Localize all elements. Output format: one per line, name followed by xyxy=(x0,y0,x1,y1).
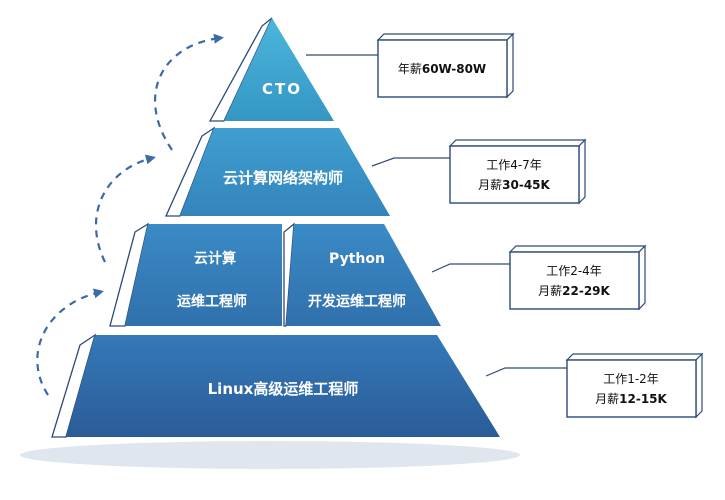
tier-cto-label: CTO xyxy=(262,80,302,98)
tier-linux-label: Linux高级运维工程师 xyxy=(208,380,359,398)
tier-cloud-ops-line1: 云计算 xyxy=(194,250,236,267)
connector-lines xyxy=(306,54,570,377)
tier-cloud-ops-line2: 运维工程师 xyxy=(177,293,247,310)
box-linux-salary: 月薪12-15K xyxy=(595,392,667,406)
box-architect-top-face xyxy=(448,139,587,147)
salary-box-linux: 工作1-2年 月薪12-15K xyxy=(565,352,704,419)
tier-python-ops-front xyxy=(286,224,441,326)
tier-architect-left-face xyxy=(164,126,216,217)
arrow-to-middle-icon xyxy=(36,288,104,396)
salary-box-cto: 年薪60W-80W xyxy=(376,32,515,99)
connector-linux xyxy=(485,367,570,377)
box-architect-front xyxy=(449,145,580,204)
salary-box-mid: 工作2-4年 月薪22-29K xyxy=(508,244,647,311)
tier-cloud-ops-front xyxy=(125,224,282,326)
connector-architect xyxy=(371,157,450,167)
box-mid-side-face xyxy=(638,244,646,311)
box-cto-front xyxy=(377,39,508,98)
tier-cto: CTO xyxy=(208,17,334,122)
arrow-to-cto-icon xyxy=(154,33,224,151)
box-architect-salary-value: 30-45K xyxy=(502,178,550,192)
box-mid-salary-value: 22-29K xyxy=(562,284,610,298)
tier-middle: 云计算 运维工程师 Python 开发运维工程师 xyxy=(109,222,441,327)
box-linux-side-face xyxy=(695,352,703,419)
box-cto-salary-prefix: 年薪 xyxy=(398,62,422,76)
box-architect-side-face xyxy=(578,138,586,205)
tier-python-ops-line2: 开发运维工程师 xyxy=(308,293,406,310)
tier-architect-label: 云计算网络架构师 xyxy=(223,169,343,187)
arrow-to-architect-icon xyxy=(95,154,156,263)
box-linux-front xyxy=(566,359,697,418)
box-cto-top-face xyxy=(376,33,515,41)
tier-cto-front xyxy=(224,18,334,121)
connector-mid xyxy=(431,263,512,273)
box-architect-years: 工作4-7年 xyxy=(486,158,542,172)
tier-linux-left-face xyxy=(51,333,97,438)
box-mid-salary: 月薪22-29K xyxy=(538,284,610,298)
box-cto-salary-value: 60W-80W xyxy=(422,62,486,76)
box-architect-salary: 月薪30-45K xyxy=(478,178,550,192)
box-linux-years: 工作1-2年 xyxy=(603,372,659,386)
box-mid-top-face xyxy=(508,245,647,253)
tier-python-ops-left-face xyxy=(283,222,295,327)
tier-linux-front xyxy=(66,335,500,437)
box-mid-salary-prefix: 月薪 xyxy=(538,284,562,298)
tier-python-ops-line1: Python xyxy=(329,251,385,267)
box-linux-top-face xyxy=(565,353,704,361)
tier-architect-front xyxy=(180,128,390,216)
box-mid-years: 工作2-4年 xyxy=(546,264,602,278)
box-linux-salary-prefix: 月薪 xyxy=(595,392,619,406)
tier-cto-left-face xyxy=(208,17,273,122)
tier-cloud-architect: 云计算网络架构师 xyxy=(164,126,390,217)
pyramid-shadow xyxy=(20,441,520,469)
box-cto-salary: 年薪60W-80W xyxy=(398,62,486,76)
box-mid-front xyxy=(509,251,640,310)
box-architect-salary-prefix: 月薪 xyxy=(478,178,502,192)
salary-box-architect: 工作4-7年 月薪30-45K xyxy=(448,138,587,205)
growth-arrows xyxy=(36,33,224,396)
box-cto-side-face xyxy=(506,32,514,99)
box-linux-salary-value: 12-15K xyxy=(619,392,667,406)
tier-linux-ops: Linux高级运维工程师 xyxy=(51,333,500,438)
